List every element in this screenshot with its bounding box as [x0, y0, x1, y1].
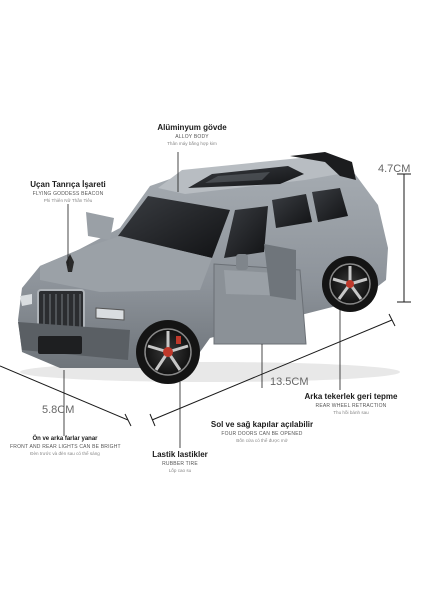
label-title: Arka tekerlek geri tepme: [304, 392, 398, 401]
roof-spoiler: [290, 152, 356, 180]
label-lights: Ön ve arka farlar yanar FRONT AND REAR L…: [10, 436, 121, 456]
label-rubber-tire: Lastik lastikler RUBBER TIRE Lốp cao su: [140, 450, 220, 473]
label-english: RUBBER TIRE: [162, 461, 198, 467]
label-english: ALLOY BODY: [175, 134, 209, 140]
height-dimension: 4.7CM: [378, 163, 411, 175]
rear-wheel: [322, 256, 378, 312]
label-alloy-body: Alüminyum gövde ALLOY BODY Thân máy bằng…: [142, 123, 242, 146]
front-wheel: [136, 320, 200, 384]
label-vietnamese: Lốp cao su: [168, 468, 192, 473]
headlight: [95, 307, 125, 321]
rear-window: [272, 194, 312, 228]
label-english: FLYING GODDESS BEACON: [32, 191, 104, 197]
label-english: REAR WHEEL RETRACTION: [315, 403, 387, 409]
length-dimension: 13.5CM: [270, 376, 309, 388]
width-dimension: 5.8CM: [42, 404, 75, 416]
label-vietnamese: Thu hồi bánh sau: [333, 410, 369, 415]
label-rear-wheel: Arka tekerlek geri tepme REAR WHEEL RETR…: [296, 392, 406, 415]
label-title: Ön ve arka farlar yanar: [32, 436, 98, 442]
length-dimension-line: [151, 319, 393, 421]
label-title: Alüminyum gövde: [157, 123, 227, 132]
rear-door-open: [264, 244, 296, 300]
label-english: FOUR DOORS CAN BE OPENED: [221, 431, 303, 437]
label-title: Sol ve sağ kapılar açılabilir: [210, 420, 314, 429]
label-english: FRONT AND REAR LIGHTS CAN BE BRIGHT: [10, 444, 121, 450]
label-flying-goddess: Uçan Tanrıça İşareti FLYING GODDESS BEAC…: [16, 180, 120, 203]
label-title: Uçan Tanrıça İşareti: [30, 180, 106, 189]
label-vietnamese: Phi Thiên Nữ Thần Tiêu: [43, 198, 93, 203]
label-title: Lastik lastikler: [152, 450, 208, 459]
mirror: [236, 254, 248, 270]
label-vietnamese: Bốn cửa có thể được mở: [236, 438, 288, 443]
label-doors: Sol ve sağ kapılar açılabilir FOUR DOORS…: [206, 420, 318, 443]
hood: [40, 236, 212, 292]
front-window: [224, 206, 268, 258]
label-vietnamese: Thân máy bằng hợp kim: [167, 141, 217, 146]
label-vietnamese: Đèn trước và đèn sau có thể sáng: [30, 451, 100, 456]
